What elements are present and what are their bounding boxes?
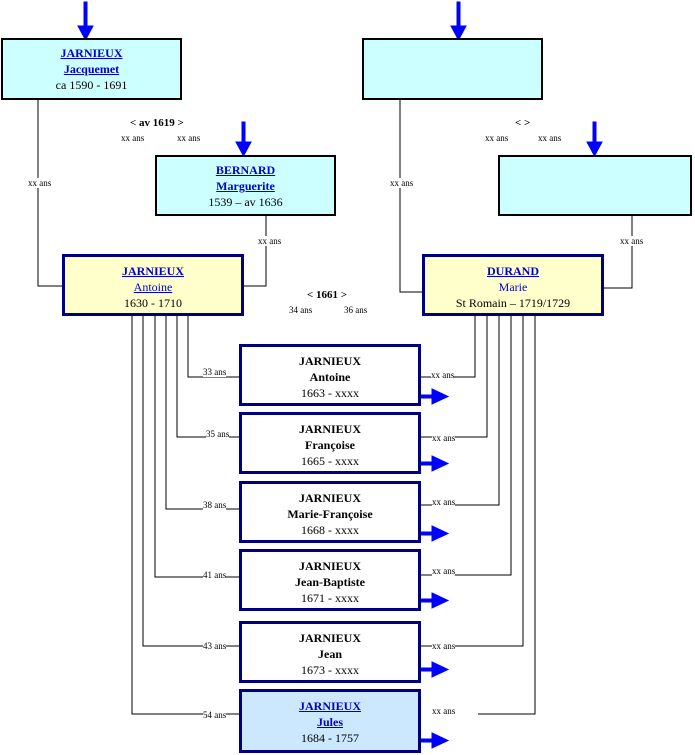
child-given-name: Antoine bbox=[309, 370, 351, 384]
child-surname: JARNIEUX bbox=[298, 559, 361, 573]
father-age: 54 ans bbox=[203, 710, 227, 720]
father-age: 41 ans bbox=[203, 570, 227, 580]
mother-age: xx ans bbox=[431, 370, 455, 380]
given-name-link[interactable]: Jacquemet bbox=[63, 62, 120, 76]
mother-age: xx ans bbox=[432, 641, 456, 651]
husband-age: xx ans bbox=[485, 133, 509, 143]
child-surname: JARNIEUX bbox=[298, 422, 361, 436]
given-name-link[interactable]: Marie bbox=[498, 280, 528, 294]
child-given-name: Jean bbox=[318, 647, 342, 661]
wife-age: xx ans bbox=[177, 133, 201, 143]
marriage-date-parents: < 1661 > bbox=[307, 289, 348, 301]
surname-link[interactable]: JARNIEUX bbox=[121, 264, 184, 278]
child-given-name: Marie-Françoise bbox=[287, 507, 373, 521]
father-age: 43 ans bbox=[203, 641, 227, 651]
life-dates: 1630 - 1710 bbox=[124, 296, 182, 310]
surname-link[interactable]: BERNARD bbox=[215, 163, 276, 177]
wife-age: 36 ans bbox=[344, 305, 368, 315]
person-mother[interactable]: DURAND Marie St Romain – 1719/1729 bbox=[422, 254, 604, 316]
life-dates: 1673 - xxxx bbox=[301, 663, 359, 677]
mother-age: xx ans bbox=[432, 566, 456, 576]
person-paternal-grandmother[interactable]: BERNARD Marguerite 1539 – av 1636 bbox=[155, 155, 336, 216]
age-label: xx ans bbox=[28, 178, 52, 188]
father-age: 35 ans bbox=[206, 429, 230, 439]
life-dates: 1539 – av 1636 bbox=[208, 195, 283, 209]
wife-age: xx ans bbox=[538, 133, 562, 143]
life-dates: ca 1590 - 1691 bbox=[55, 78, 128, 92]
person-child[interactable]: JARNIEUX Marie-Françoise 1668 - xxxx bbox=[239, 481, 421, 543]
father-age: 33 ans bbox=[203, 367, 227, 377]
age-label: xx ans bbox=[258, 236, 282, 246]
life-dates: 1684 - 1757 bbox=[301, 731, 359, 745]
child-given-name: Françoise bbox=[305, 438, 355, 452]
person-paternal-grandfather[interactable]: JARNIEUX Jacquemet ca 1590 - 1691 bbox=[1, 38, 182, 100]
surname-link[interactable]: JARNIEUX bbox=[60, 46, 123, 60]
person-child[interactable]: JARNIEUX Antoine 1663 - xxxx bbox=[239, 344, 421, 406]
age-label: xx ans bbox=[620, 236, 644, 246]
father-age: 38 ans bbox=[203, 500, 227, 510]
person-maternal-grandfather[interactable] bbox=[362, 38, 543, 100]
marriage-date-paternal: < av 1619 > bbox=[130, 117, 184, 129]
person-child[interactable]: JARNIEUX Jean-Baptiste 1671 - xxxx bbox=[239, 549, 421, 611]
husband-age: xx ans bbox=[121, 133, 145, 143]
surname-link[interactable]: JARNIEUX bbox=[298, 699, 361, 713]
given-name-link[interactable]: Jules bbox=[316, 715, 343, 729]
person-child[interactable]: JARNIEUX Françoise 1665 - xxxx bbox=[239, 412, 421, 474]
mother-age: xx ans bbox=[432, 706, 456, 716]
child-surname: JARNIEUX bbox=[298, 491, 361, 505]
husband-age: 34 ans bbox=[289, 305, 313, 315]
person-maternal-grandmother[interactable] bbox=[498, 155, 692, 216]
life-dates: 1663 - xxxx bbox=[301, 386, 359, 400]
life-dates: St Romain – 1719/1729 bbox=[455, 296, 571, 310]
age-label: xx ans bbox=[390, 178, 414, 188]
person-father[interactable]: JARNIEUX Antoine 1630 - 1710 bbox=[62, 254, 244, 316]
child-surname: JARNIEUX bbox=[298, 354, 361, 368]
mother-age: xx ans bbox=[432, 497, 456, 507]
life-dates: 1665 - xxxx bbox=[301, 454, 359, 468]
life-dates: 1671 - xxxx bbox=[301, 591, 359, 605]
surname-link[interactable]: DURAND bbox=[487, 264, 539, 278]
marriage-date-maternal: < > bbox=[515, 117, 531, 129]
given-name-link[interactable]: Antoine bbox=[133, 280, 173, 294]
given-name-link[interactable]: Marguerite bbox=[216, 179, 275, 193]
person-child[interactable]: JARNIEUX Jean 1673 - xxxx bbox=[239, 621, 421, 683]
person-child-current[interactable]: JARNIEUX Jules 1684 - 1757 bbox=[239, 689, 421, 753]
child-given-name: Jean-Baptiste bbox=[295, 575, 365, 589]
mother-age: xx ans bbox=[432, 433, 456, 443]
life-dates: 1668 - xxxx bbox=[301, 523, 359, 537]
child-surname: JARNIEUX bbox=[298, 631, 361, 645]
